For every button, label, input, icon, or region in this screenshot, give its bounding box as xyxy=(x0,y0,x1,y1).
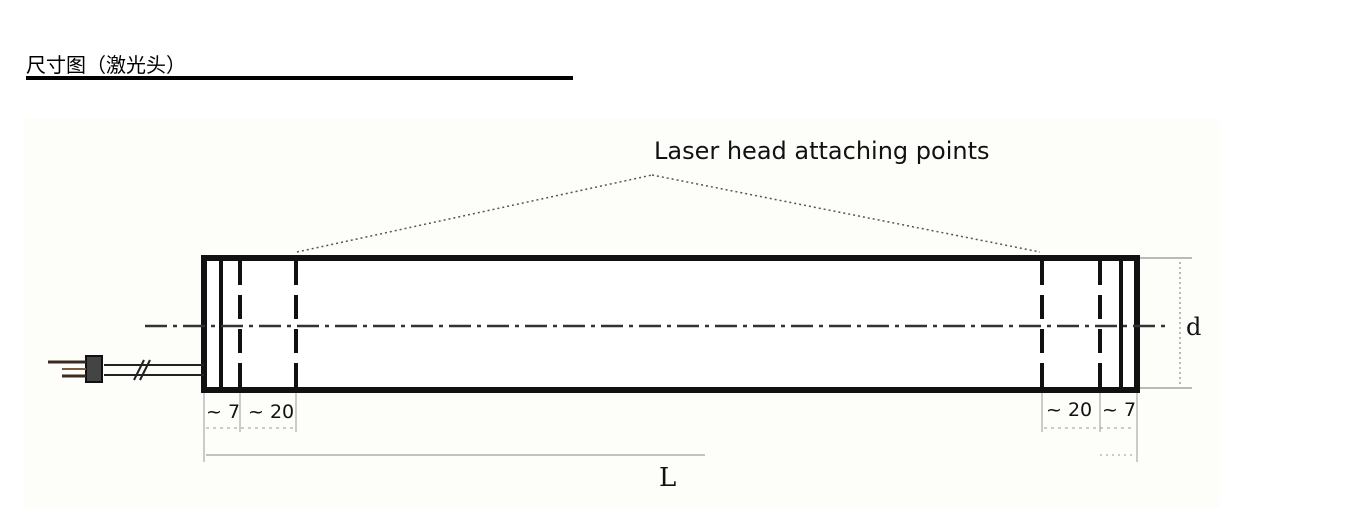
dim-left-mount-label: ~ 20 xyxy=(248,401,294,423)
horizontal-dimension-lines xyxy=(203,393,1138,462)
callout-label: Laser head attaching points xyxy=(654,137,989,165)
diameter-dimension xyxy=(1140,257,1192,389)
callout-line-left xyxy=(296,174,653,253)
page-title: 尺寸图（激光头） xyxy=(26,52,573,80)
diameter-label: d xyxy=(1186,313,1201,341)
callout-line-right xyxy=(651,174,1041,253)
laser-head-body xyxy=(201,255,1140,393)
cable-connector xyxy=(48,355,204,383)
page-title-text: 尺寸图（激光头） xyxy=(26,53,186,77)
mount-dashed-lines xyxy=(238,261,1102,388)
connector-body xyxy=(85,355,103,383)
cable-break-mark-1 xyxy=(133,359,145,381)
dim-left-edge-label: ~ 7 xyxy=(206,401,240,423)
dim-right-mount-label: ~ 20 xyxy=(1046,399,1092,421)
dim-right-edge-label: ~ 7 xyxy=(1102,399,1136,421)
end-cap-lines xyxy=(219,258,1123,390)
callout-lines xyxy=(296,174,1041,253)
length-label: L xyxy=(659,463,676,493)
cable-break-mark-2 xyxy=(139,359,151,381)
